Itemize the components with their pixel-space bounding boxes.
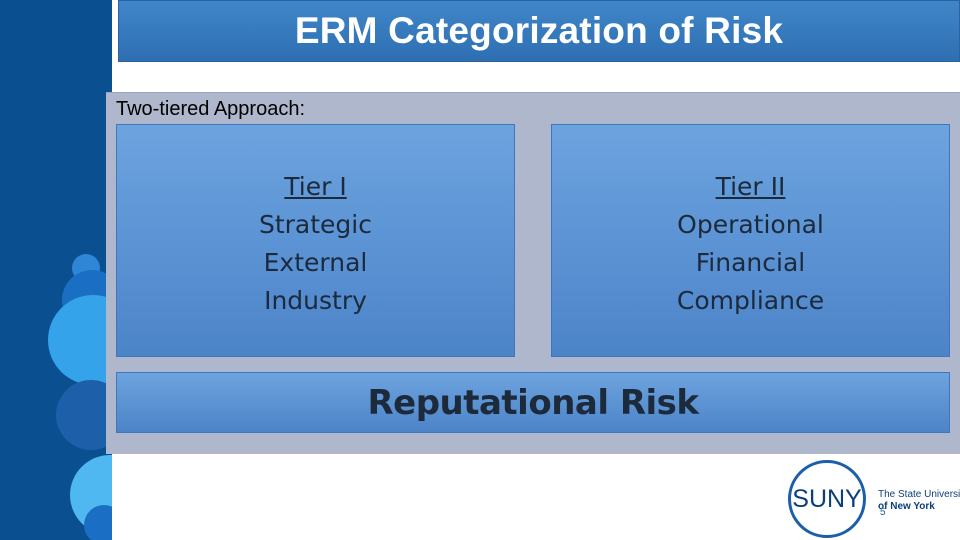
- tier-1-item: Strategic: [258, 210, 372, 239]
- bubble-decoration: [48, 295, 112, 385]
- suny-logo: SUNY The State University of New York: [786, 456, 960, 540]
- tier-2-heading: Tier II: [715, 172, 786, 201]
- title-bar: ERM Categorization of Risk: [118, 0, 960, 62]
- tier-2-item: Operational: [677, 210, 824, 239]
- suny-logo-icon: SUNY: [788, 460, 866, 538]
- suny-logo-mark: SUNY: [792, 484, 862, 513]
- slide-title: ERM Categorization of Risk: [294, 10, 784, 51]
- panel-label: Two-tiered Approach:: [116, 98, 305, 120]
- tier-1-item: Industry: [264, 286, 367, 315]
- tier-1-box: Tier I Strategic External Industry: [116, 124, 515, 357]
- suny-logo-line1: The State University: [878, 489, 960, 500]
- reputational-risk-label: Reputational Risk: [367, 382, 699, 423]
- tier-2-item: Compliance: [676, 286, 825, 315]
- suny-logo-text: The State University of New York: [878, 489, 960, 529]
- tier-1-heading: Tier I: [284, 172, 347, 201]
- page-number: 5: [880, 507, 886, 518]
- left-decorative-band: [0, 0, 112, 540]
- tier-2-box: Tier II Operational Financial Compliance: [551, 124, 950, 357]
- tier-2-item: Financial: [695, 248, 806, 277]
- tier-1-item: External: [263, 248, 368, 277]
- reputational-risk-box: Reputational Risk: [116, 372, 950, 433]
- bubble-decoration: [56, 380, 112, 450]
- suny-logo-line2: of New York: [878, 501, 935, 512]
- bubble-decoration: [84, 505, 112, 540]
